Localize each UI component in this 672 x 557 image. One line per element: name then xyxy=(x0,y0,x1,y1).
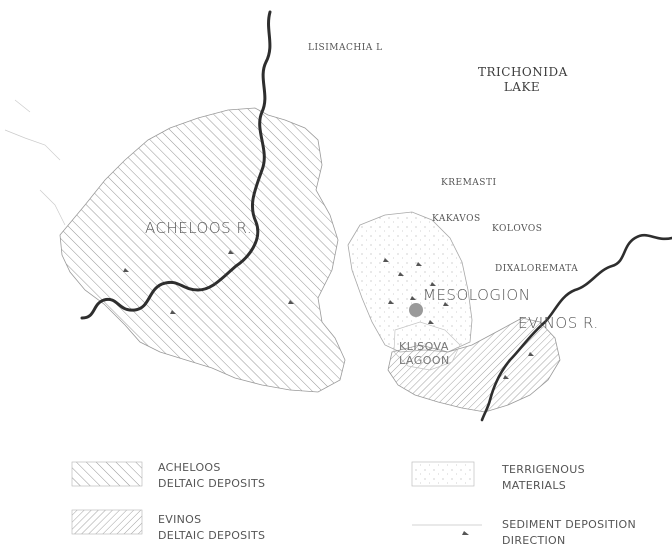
coastline-west xyxy=(4,99,66,226)
legend-terrigenous-text: TERRIGENOUS MATERIALS xyxy=(502,462,585,494)
legend-swatch-acheloos xyxy=(71,461,143,487)
evinos-river xyxy=(480,233,672,422)
terrigenous-materials-area xyxy=(347,211,473,353)
legend-evinos-line1: EVINOS xyxy=(158,513,202,526)
legend-swatch-sediment-direction xyxy=(412,524,482,535)
label-trichonida-lake: TRICHONIDA LAKE xyxy=(478,65,568,95)
label-evinos-river: EVINOS R. xyxy=(518,314,599,332)
label-mesologion: MESOLOGION xyxy=(423,286,531,304)
mesologion-town-marker xyxy=(409,303,423,317)
label-trichonida-line2: LAKE xyxy=(503,80,541,94)
klisova-lagoon-outline xyxy=(393,321,461,371)
legend-evinos-text: EVINOS DELTAIC DEPOSITS xyxy=(158,512,265,544)
label-kolovos: KOLOVOS xyxy=(492,224,543,234)
label-kremasti: KREMASTI xyxy=(441,178,497,188)
label-klisova-lagoon: KLISOVA LAGOON xyxy=(399,340,450,368)
legend-terrigenous-line1: TERRIGENOUS xyxy=(502,463,585,476)
label-lisimachia: LISIMACHIA L xyxy=(308,43,383,53)
label-klisova-line2: LAGOON xyxy=(399,354,450,367)
sediment-direction-arrows xyxy=(123,250,534,379)
legend-sediment-line1: SEDIMENT DEPOSITION xyxy=(502,518,637,531)
legend-terrigenous-line2: MATERIALS xyxy=(502,479,567,492)
label-dixaloremata: DIXALOREMATA xyxy=(495,264,579,274)
legend-swatch-terrigenous xyxy=(411,461,475,487)
acheloos-deltaic-deposits-area xyxy=(59,107,346,393)
evinos-deltaic-deposits-area xyxy=(387,317,561,413)
label-kakavos: KAKAVOS xyxy=(432,214,481,224)
label-klisova-line1: KLISOVA xyxy=(399,340,449,353)
label-acheloos-river: ACHELOOS R. xyxy=(145,219,253,237)
legend-acheloos-line2: DELTAIC DEPOSITS xyxy=(158,477,266,490)
acheloos-river xyxy=(80,10,272,320)
label-trichonida-line1: TRICHONIDA xyxy=(478,65,568,79)
legend-evinos-line2: DELTAIC DEPOSITS xyxy=(158,529,266,542)
legend-acheloos-text: ACHELOOS DELTAIC DEPOSITS xyxy=(158,460,265,492)
legend-acheloos-line1: ACHELOOS xyxy=(158,461,221,474)
legend-sediment-text: SEDIMENT DEPOSITION DIRECTION xyxy=(502,517,636,549)
legend-swatch-evinos xyxy=(71,509,143,535)
legend-sediment-line2: DIRECTION xyxy=(502,534,566,547)
